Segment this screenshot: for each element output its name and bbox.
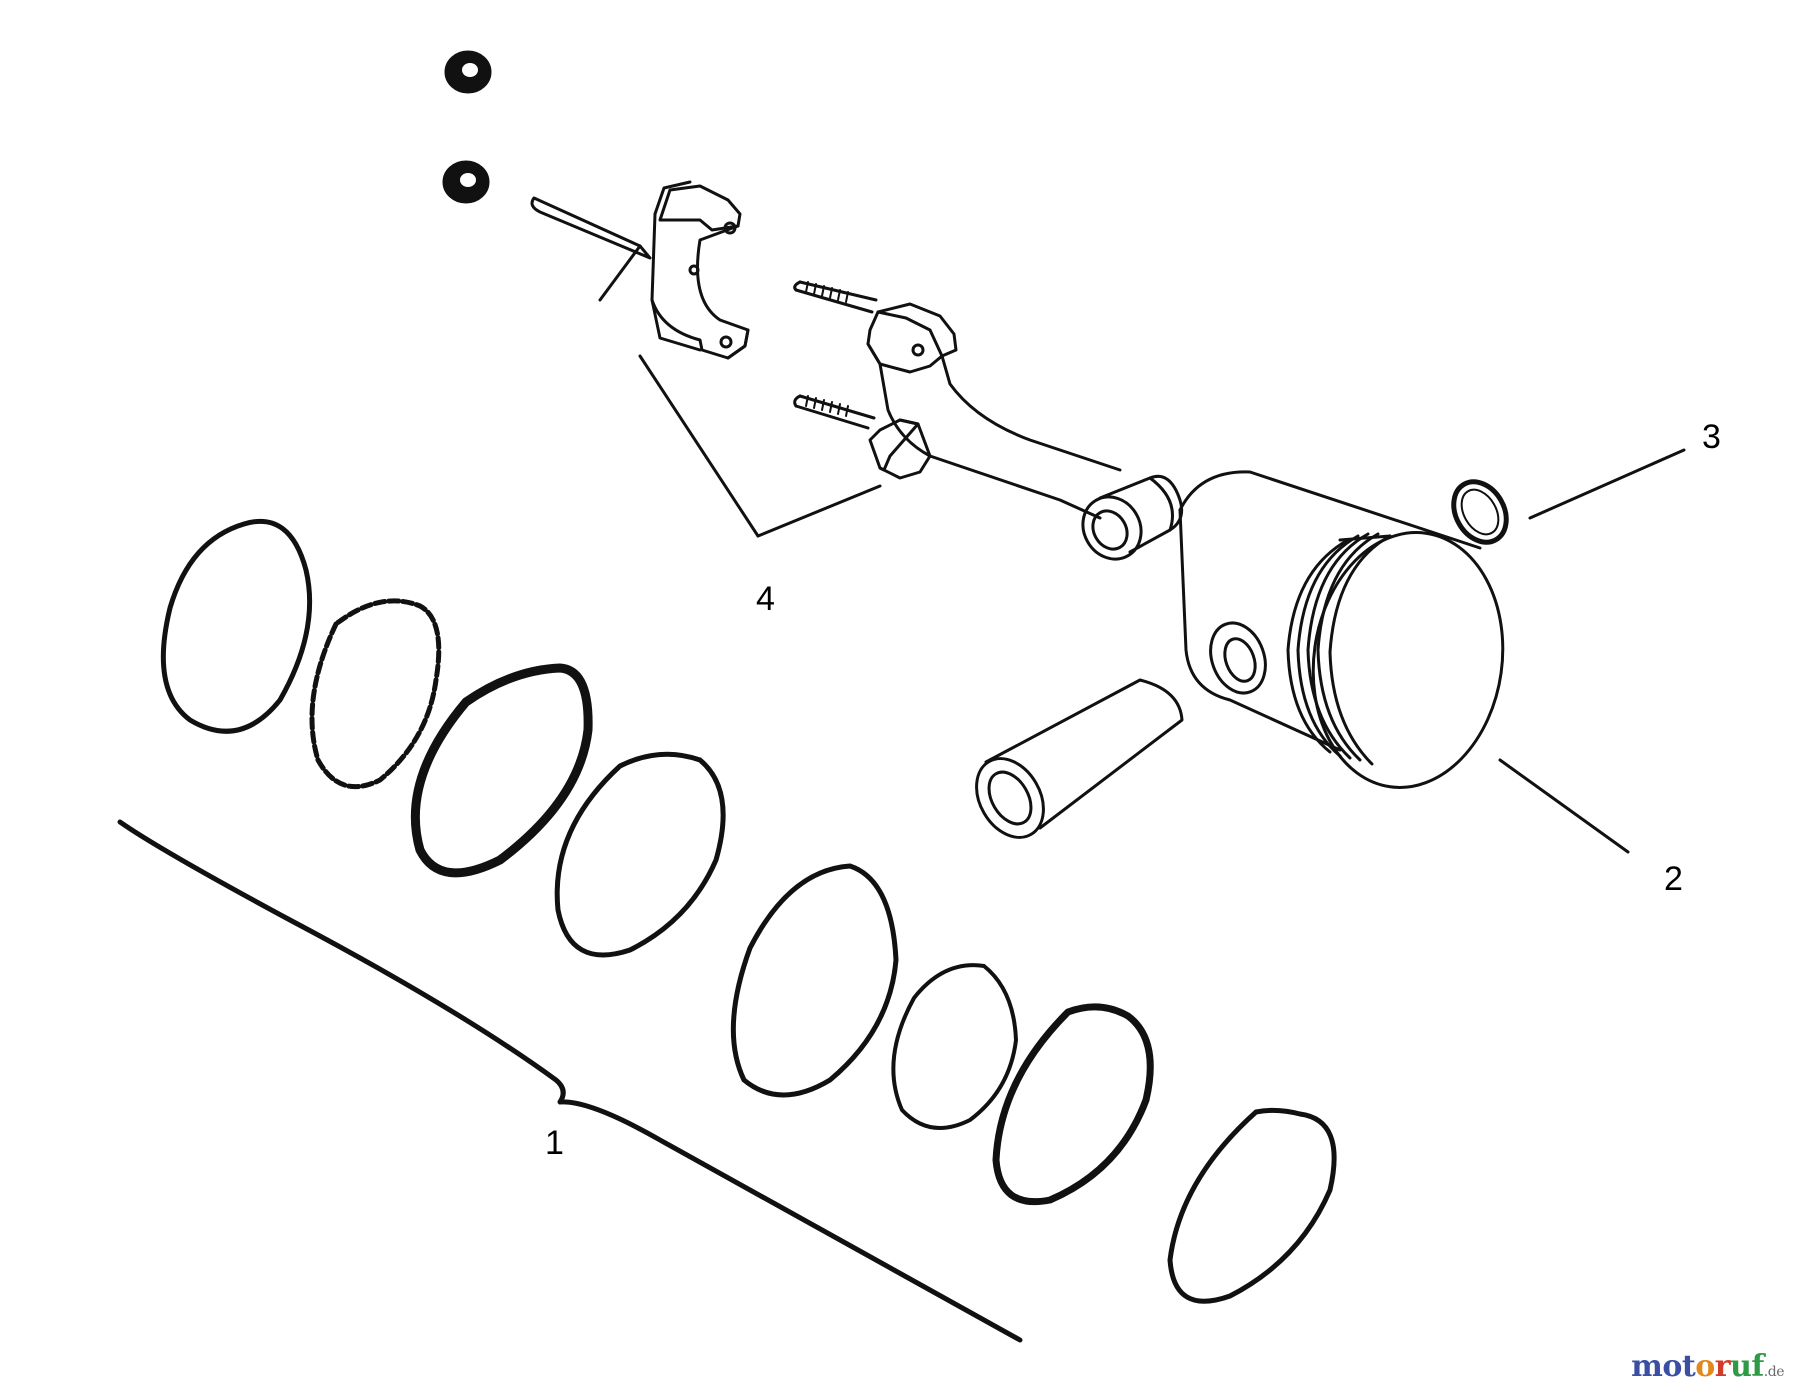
callout-4: 4	[756, 580, 775, 618]
leader-4-left	[638, 354, 760, 538]
ring-5	[730, 863, 899, 1098]
callout-1: 1	[545, 1124, 564, 1162]
leader-lines	[638, 354, 1686, 854]
ring-8	[1167, 1107, 1337, 1304]
piston	[1178, 470, 1505, 789]
ring-7	[992, 1003, 1154, 1206]
ring-4	[554, 751, 726, 958]
callout-3: 3	[1702, 418, 1721, 456]
leader-2	[1498, 758, 1630, 854]
brace-1	[117, 819, 1023, 1343]
watermark-logo: motoruf.de	[1631, 1349, 1784, 1384]
connecting-rod	[793, 280, 1184, 561]
ring-1	[160, 518, 313, 734]
callout-2: 2	[1664, 860, 1683, 898]
piston-pin	[975, 678, 1184, 839]
nut-upper	[444, 50, 492, 94]
retaining-ring	[1451, 479, 1509, 545]
nut-lower	[442, 160, 490, 204]
ring-2-expander	[309, 598, 442, 790]
piston-ring-set	[160, 518, 1337, 1304]
connecting-rod-cap	[530, 180, 750, 360]
leader-4-right	[756, 484, 882, 538]
ring-6-expander	[891, 963, 1018, 1130]
leader-3	[1528, 448, 1686, 520]
ring-3-oil	[410, 663, 593, 878]
